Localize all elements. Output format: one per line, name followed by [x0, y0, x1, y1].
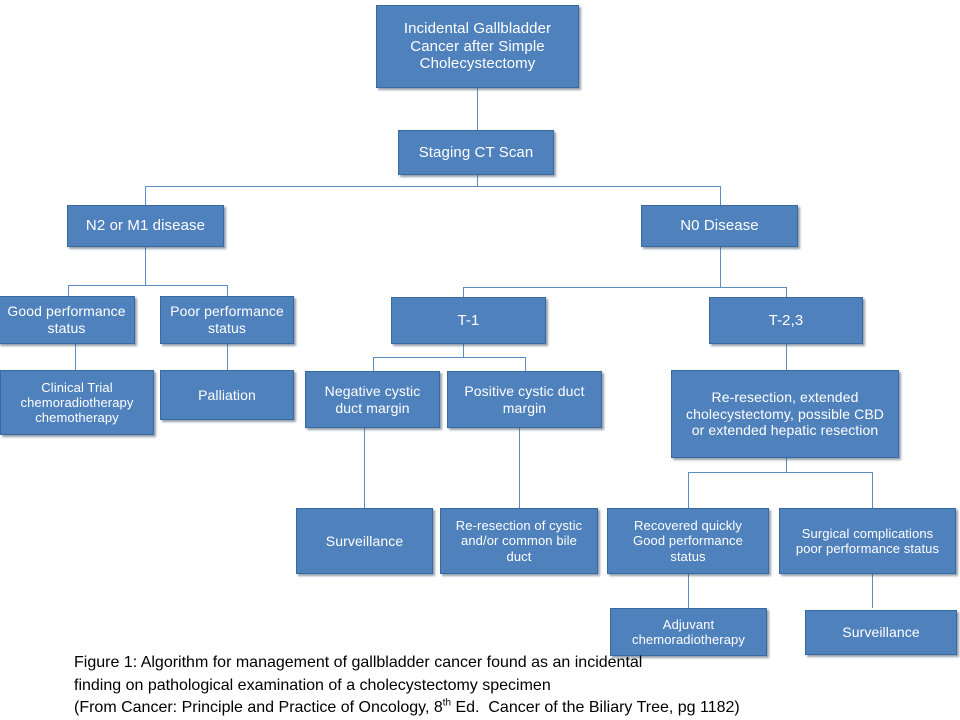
connector-negmargin-to-surveillance	[364, 428, 365, 508]
node-label: Re-resection of cystic and/or common bil…	[455, 518, 583, 564]
node-adjuvant-chemoradiotherapy[interactable]: Adjuvant chemoradiotherapy	[610, 608, 767, 656]
connector-goodperf-to-clinicaltrial	[75, 344, 76, 370]
node-label: N0 Disease	[680, 217, 759, 235]
node-label: Good performance status	[7, 303, 126, 336]
node-label: Recovered quickly Good performance statu…	[633, 518, 743, 564]
connector-root-to-staging	[477, 88, 478, 130]
connector-posmargin-to-reresection	[519, 428, 520, 508]
connector-recovered-to-adjuvant	[688, 574, 689, 608]
caption-line-3-part-a: (From Cancer: Principle and Practice of …	[74, 699, 443, 717]
caption-line-1: Figure 1: Algorithm for management of ga…	[74, 654, 643, 671]
node-label: T-1	[457, 311, 480, 329]
node-label: Positive cystic duct margin	[464, 382, 585, 416]
node-label: Surgical complications poor performance …	[795, 525, 940, 556]
connector-to-n2m1	[145, 186, 146, 205]
node-staging-ct-scan[interactable]: Staging CT Scan	[398, 130, 554, 175]
node-label: N2 or M1 disease	[85, 217, 206, 235]
node-negative-cystic-duct-margin[interactable]: Negative cystic duct margin	[305, 371, 440, 428]
node-label: T-2,3	[768, 311, 804, 329]
caption-line-3-part-b: Ed. Cancer of the Biliary Tree, pg 1182)	[451, 699, 740, 717]
connector-to-t23	[786, 287, 787, 297]
node-re-resection-extended-cholecystectomy[interactable]: Re-resection, extended cholecystectomy, …	[671, 370, 899, 458]
connector-n2m1-bar	[68, 285, 228, 286]
connector-staging-down	[477, 175, 478, 186]
connector-n0-bar	[463, 287, 787, 288]
node-t2-3[interactable]: T-2,3	[709, 297, 863, 344]
connector-t1-down	[463, 344, 464, 358]
connector-to-complications	[872, 472, 873, 508]
node-re-resection-cystic-common-bile-duct[interactable]: Re-resection of cystic and/or common bil…	[440, 508, 598, 574]
node-label: Clinical Trial chemoradiotherapy chemoth…	[20, 379, 134, 426]
connector-reresection-bar	[688, 472, 873, 473]
connector-n0-down	[720, 247, 721, 287]
node-positive-cystic-duct-margin[interactable]: Positive cystic duct margin	[447, 371, 602, 428]
connector-n2m1-down	[145, 247, 146, 285]
figure-caption: Figure 1: Algorithm for management of ga…	[74, 652, 904, 720]
node-label: Negative cystic duct margin	[324, 382, 421, 416]
node-label: Surveillance	[842, 624, 920, 641]
connector-to-recovered	[688, 472, 689, 508]
node-surgical-complications-poor-performance[interactable]: Surgical complications poor performance …	[779, 508, 956, 574]
node-recovered-quickly-good-performance[interactable]: Recovered quickly Good performance statu…	[607, 508, 769, 574]
node-surveillance-after-complications[interactable]: Surveillance	[805, 610, 957, 655]
node-label: Incidental Gallbladder Cancer after Simp…	[403, 19, 552, 73]
connector-t23-down	[786, 344, 787, 370]
connector-to-negative-margin	[373, 357, 374, 371]
node-good-performance-status[interactable]: Good performance status	[0, 296, 135, 344]
node-label: Staging CT Scan	[418, 143, 534, 161]
node-surveillance-after-negative-margin[interactable]: Surveillance	[296, 508, 433, 574]
connector-to-t1	[463, 287, 464, 297]
node-n2-or-m1-disease[interactable]: N2 or M1 disease	[67, 205, 224, 247]
node-label: Poor performance status	[170, 303, 284, 336]
node-clinical-trial-chemoradiotherapy[interactable]: Clinical Trial chemoradiotherapy chemoth…	[0, 370, 154, 435]
node-label: Re-resection, extended cholecystectomy, …	[686, 389, 884, 439]
connector-complications-to-surveillance	[872, 574, 873, 608]
connector-to-positive-margin	[525, 357, 526, 371]
connector-t1-bar	[373, 357, 526, 358]
node-palliation[interactable]: Palliation	[160, 370, 294, 420]
caption-line-3: (From Cancer: Principle and Practice of …	[74, 697, 904, 720]
node-poor-performance-status[interactable]: Poor performance status	[160, 296, 294, 344]
connector-poorperf-to-palliation	[227, 344, 228, 370]
node-incidental-gallbladder-cancer[interactable]: Incidental Gallbladder Cancer after Simp…	[376, 5, 579, 88]
connector-reresection-down	[786, 458, 787, 472]
connector-to-good-perf	[68, 285, 69, 296]
caption-line-2: finding on pathological examination of a…	[74, 676, 551, 694]
node-n0-disease[interactable]: N0 Disease	[641, 205, 798, 247]
caption-ordinal-suffix: th	[442, 698, 452, 710]
node-label: Palliation	[198, 386, 256, 403]
connector-level1-bar	[145, 186, 721, 187]
connector-to-n0	[720, 186, 721, 205]
node-label: Adjuvant chemoradiotherapy	[632, 616, 745, 647]
node-t1[interactable]: T-1	[391, 297, 546, 344]
connector-to-poor-perf	[227, 285, 228, 296]
node-label: Surveillance	[325, 532, 404, 549]
